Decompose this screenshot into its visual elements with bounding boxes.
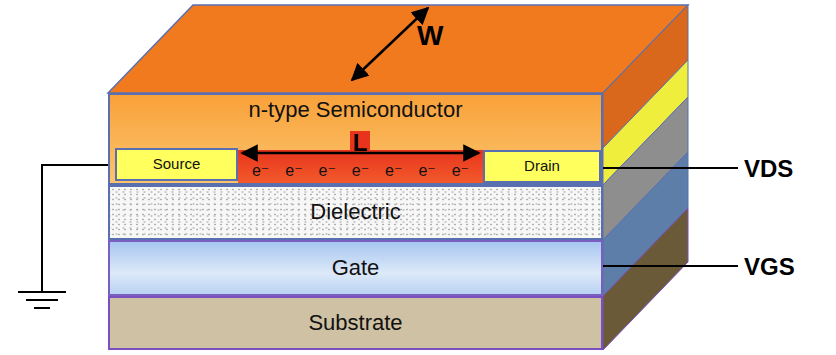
drain-voltage-label: VDS bbox=[744, 157, 793, 181]
length-arrow bbox=[242, 152, 479, 155]
layer-name: n-type Semiconductor bbox=[249, 98, 463, 122]
electron-mark: e⁻ bbox=[418, 162, 435, 180]
gate-voltage-label: VGS bbox=[744, 255, 795, 279]
layer-name: Source bbox=[153, 156, 201, 173]
substrate-layer: Substrate bbox=[108, 296, 603, 350]
drain-wire bbox=[600, 167, 738, 169]
electron-mark: e⁻ bbox=[452, 162, 469, 180]
width-label: W bbox=[417, 22, 443, 50]
drain-contact: Drain bbox=[483, 150, 601, 183]
substrate-side bbox=[603, 208, 688, 350]
gate-layer: Gate bbox=[108, 240, 603, 296]
layer-name: Substrate bbox=[308, 311, 402, 335]
layer-name: Drain bbox=[524, 158, 560, 175]
electron-mark: e⁻ bbox=[285, 162, 302, 180]
ground-symbol bbox=[18, 292, 66, 308]
top-face bbox=[108, 5, 688, 93]
width-arrow bbox=[352, 8, 428, 80]
electron-mark: e⁻ bbox=[352, 162, 369, 180]
electron-mark: e⁻ bbox=[319, 162, 336, 180]
length-label: L bbox=[350, 131, 371, 155]
source-contact: Source bbox=[115, 148, 238, 181]
dielectric-layer: Dielectric bbox=[108, 185, 603, 240]
layer-name: Gate bbox=[332, 256, 380, 280]
gate-wire bbox=[603, 265, 738, 267]
electron-mark: e⁻ bbox=[385, 162, 402, 180]
electron-mark: e⁻ bbox=[252, 162, 269, 180]
ground-wire bbox=[42, 165, 115, 292]
layer-name: Dielectric bbox=[310, 200, 400, 224]
